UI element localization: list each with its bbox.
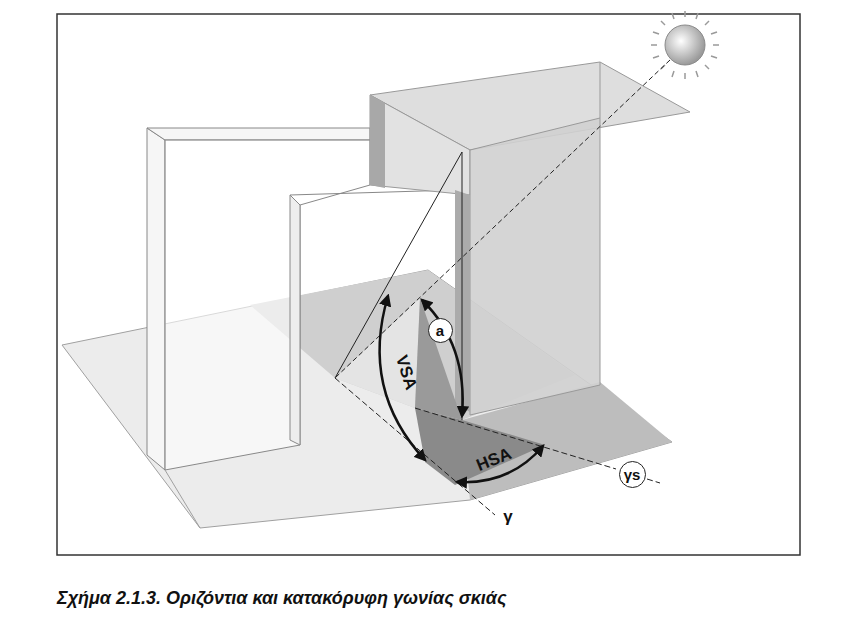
- angle-arcs-part: [380, 296, 425, 460]
- overhang-and-fin-part: [370, 95, 385, 188]
- overhang-and-fin-part: [600, 62, 601, 118]
- sun-part-part: [705, 65, 709, 69]
- shadow-angle-regions-part: [415, 298, 462, 420]
- sun-part-part: [661, 21, 665, 25]
- angle-arcs: [380, 296, 543, 482]
- angle-symbol: γs: [624, 467, 641, 482]
- wall-part: [165, 470, 200, 528]
- wall-part: [147, 128, 165, 470]
- construction-lines-part: [415, 408, 616, 469]
- sun-part-part: [653, 56, 659, 58]
- sun-part-part: [651, 44, 657, 46]
- figure-caption: Σχήμα 2.1.3. Οριζόντια και κατακόρυφη γω…: [57, 588, 507, 609]
- frame: [57, 14, 800, 555]
- sun-part-part: [696, 71, 698, 77]
- angle-arcs-part: [422, 300, 463, 416]
- angle-marker-circle: γs: [619, 461, 646, 488]
- shadow-angle-regions: [335, 298, 545, 485]
- sun-part: [665, 25, 705, 65]
- sun-part-part: [696, 13, 698, 19]
- sun-part-part: [684, 73, 686, 79]
- sun-part-part: [711, 32, 717, 34]
- sun-part-part: [705, 21, 709, 25]
- sun-part-part: [711, 56, 717, 58]
- overhang-and-fin-part: [370, 95, 470, 195]
- wall-part: [290, 195, 300, 445]
- sun-part-part: [684, 11, 686, 17]
- wall-part: [147, 128, 370, 140]
- axis-label: γ: [503, 508, 512, 525]
- sun-part-part: [672, 71, 674, 77]
- angle-symbol: a: [436, 323, 444, 338]
- construction-lines-part: [335, 60, 670, 378]
- shadow-angle-regions-part: [335, 298, 420, 408]
- construction-lines-part: [335, 152, 462, 378]
- shadow-angle-regions-part: [415, 408, 545, 485]
- construction-lines-part: [647, 479, 660, 483]
- wall-part: [165, 140, 370, 470]
- sun-part-part: [653, 32, 659, 34]
- construction-lines: [335, 60, 670, 515]
- overhang-and-fin-part: [470, 118, 600, 415]
- sun-part-part: [672, 13, 674, 19]
- sun-part-part: [713, 44, 719, 46]
- angle-marker-circle: a: [428, 318, 453, 343]
